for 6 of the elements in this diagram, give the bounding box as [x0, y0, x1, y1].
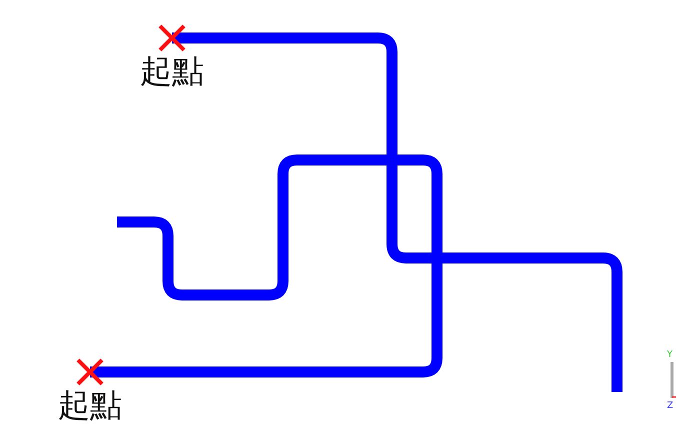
start-label: 起點 [139, 51, 205, 91]
axis-label: Y [667, 350, 672, 360]
route-line [90, 154, 442, 378]
route-line [172, 32, 622, 392]
axis-label: Z [667, 401, 674, 411]
start-label: 起點 [57, 385, 123, 425]
